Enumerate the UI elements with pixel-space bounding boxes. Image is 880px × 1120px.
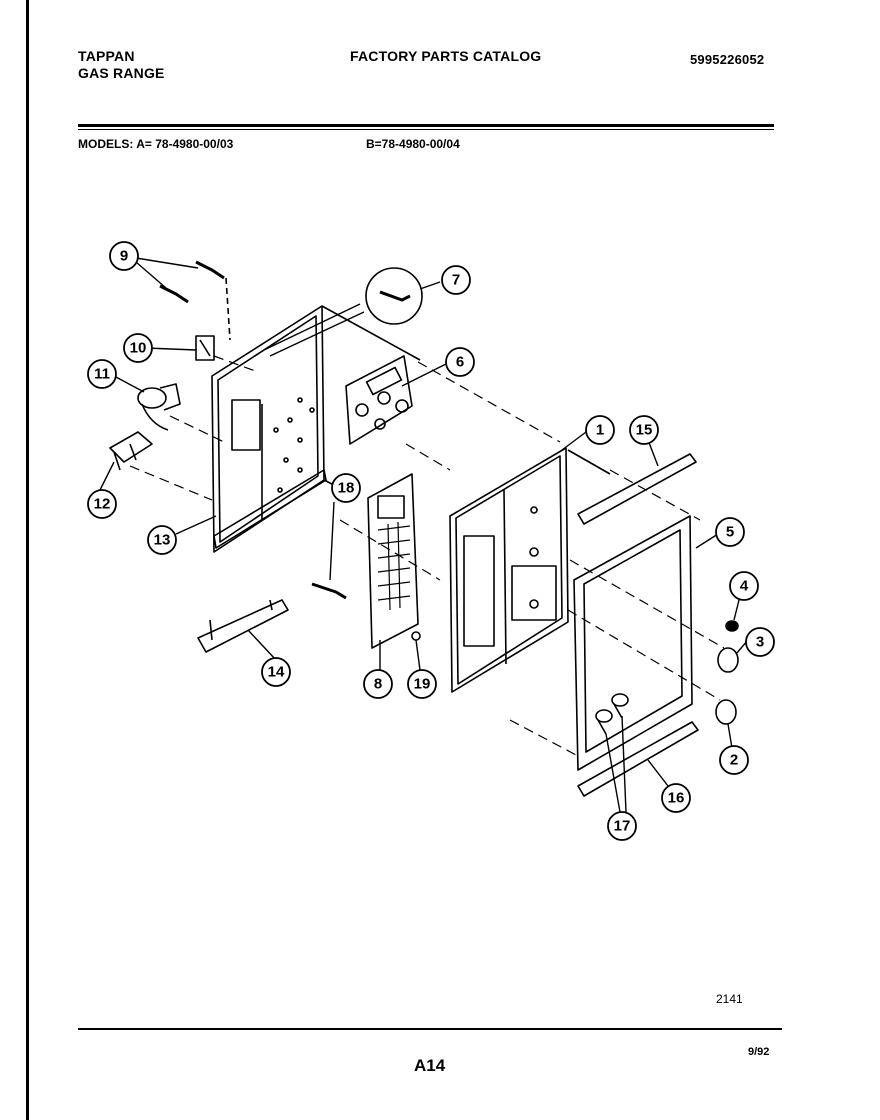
callout-16 bbox=[661, 783, 691, 813]
callout-12 bbox=[87, 489, 117, 519]
callout-18 bbox=[331, 473, 361, 503]
page-edge-border bbox=[26, 0, 29, 1120]
callout-15 bbox=[629, 415, 659, 445]
callout-2 bbox=[719, 745, 749, 775]
callout-label-9: 9 bbox=[120, 248, 128, 265]
callout-6 bbox=[445, 347, 475, 377]
header-rule-thin bbox=[78, 129, 774, 130]
callout-1 bbox=[585, 415, 615, 445]
touch-control-board bbox=[367, 473, 419, 649]
trim-bar-top bbox=[577, 453, 697, 525]
callout-11 bbox=[87, 359, 117, 389]
callout-label-10: 10 bbox=[130, 340, 147, 357]
callout-19 bbox=[407, 669, 437, 699]
callout-8 bbox=[363, 669, 393, 699]
control-panel-frame bbox=[211, 305, 421, 553]
callout-label-3: 3 bbox=[756, 634, 764, 651]
callout-5 bbox=[715, 517, 745, 547]
callout-label-13: 13 bbox=[154, 532, 171, 549]
callout-label-19: 19 bbox=[414, 676, 431, 693]
bracket-part bbox=[197, 599, 289, 653]
callout-4 bbox=[729, 571, 759, 601]
callout-label-1: 1 bbox=[596, 422, 604, 439]
detail-magnifier bbox=[365, 267, 423, 325]
callout-label-14: 14 bbox=[268, 664, 285, 681]
wire-connectors bbox=[159, 260, 231, 341]
catalog-title: FACTORY PARTS CATALOG bbox=[350, 48, 542, 64]
callout-3 bbox=[745, 627, 775, 657]
callout-label-4: 4 bbox=[740, 578, 749, 595]
product-name: GAS RANGE bbox=[78, 65, 165, 81]
callout-label-6: 6 bbox=[456, 354, 464, 371]
callout-label-17: 17 bbox=[614, 818, 631, 835]
callout-label-7: 7 bbox=[452, 272, 460, 289]
control-panel-overlay bbox=[449, 447, 611, 693]
header-rule bbox=[78, 124, 774, 127]
callout-9 bbox=[109, 241, 139, 271]
knob-parts bbox=[715, 620, 739, 725]
spacer-pair bbox=[595, 693, 629, 735]
callout-label-11: 11 bbox=[94, 366, 110, 383]
footer-rule bbox=[78, 1028, 782, 1030]
models-label-a: MODELS: A= 78-4980-00/03 bbox=[78, 137, 234, 151]
terminal-block bbox=[109, 431, 153, 471]
header-brand-block: TAPPAN GAS RANGE bbox=[78, 48, 165, 82]
thermostat-part bbox=[137, 383, 181, 431]
callout-label-15: 15 bbox=[636, 422, 653, 439]
trim-bar-bottom bbox=[577, 721, 699, 797]
callout-label-12: 12 bbox=[94, 496, 111, 513]
page-number: A14 bbox=[414, 1056, 446, 1075]
catalog-number: 5995226052 bbox=[690, 52, 765, 67]
callout-17 bbox=[607, 811, 637, 841]
callout-14 bbox=[261, 657, 291, 687]
callout-label-2: 2 bbox=[730, 752, 738, 769]
callout-label-18: 18 bbox=[338, 480, 355, 497]
callout-label-16: 16 bbox=[668, 790, 685, 807]
catalog-date: 9/92 bbox=[748, 1046, 770, 1058]
alignment-lines bbox=[129, 355, 725, 757]
switch-part bbox=[195, 335, 215, 361]
clock-timer-assembly bbox=[345, 355, 413, 445]
brand-name: TAPPAN bbox=[78, 48, 135, 64]
callout-7 bbox=[441, 265, 471, 295]
callout-10 bbox=[123, 333, 153, 363]
models-label-b: B=78-4980-00/04 bbox=[366, 137, 460, 151]
callout-label-8: 8 bbox=[374, 676, 382, 693]
callout-circles bbox=[87, 241, 775, 841]
figure-number: 2141 bbox=[716, 992, 743, 1006]
callout-label-5: 5 bbox=[726, 524, 734, 541]
callout-13 bbox=[147, 525, 177, 555]
